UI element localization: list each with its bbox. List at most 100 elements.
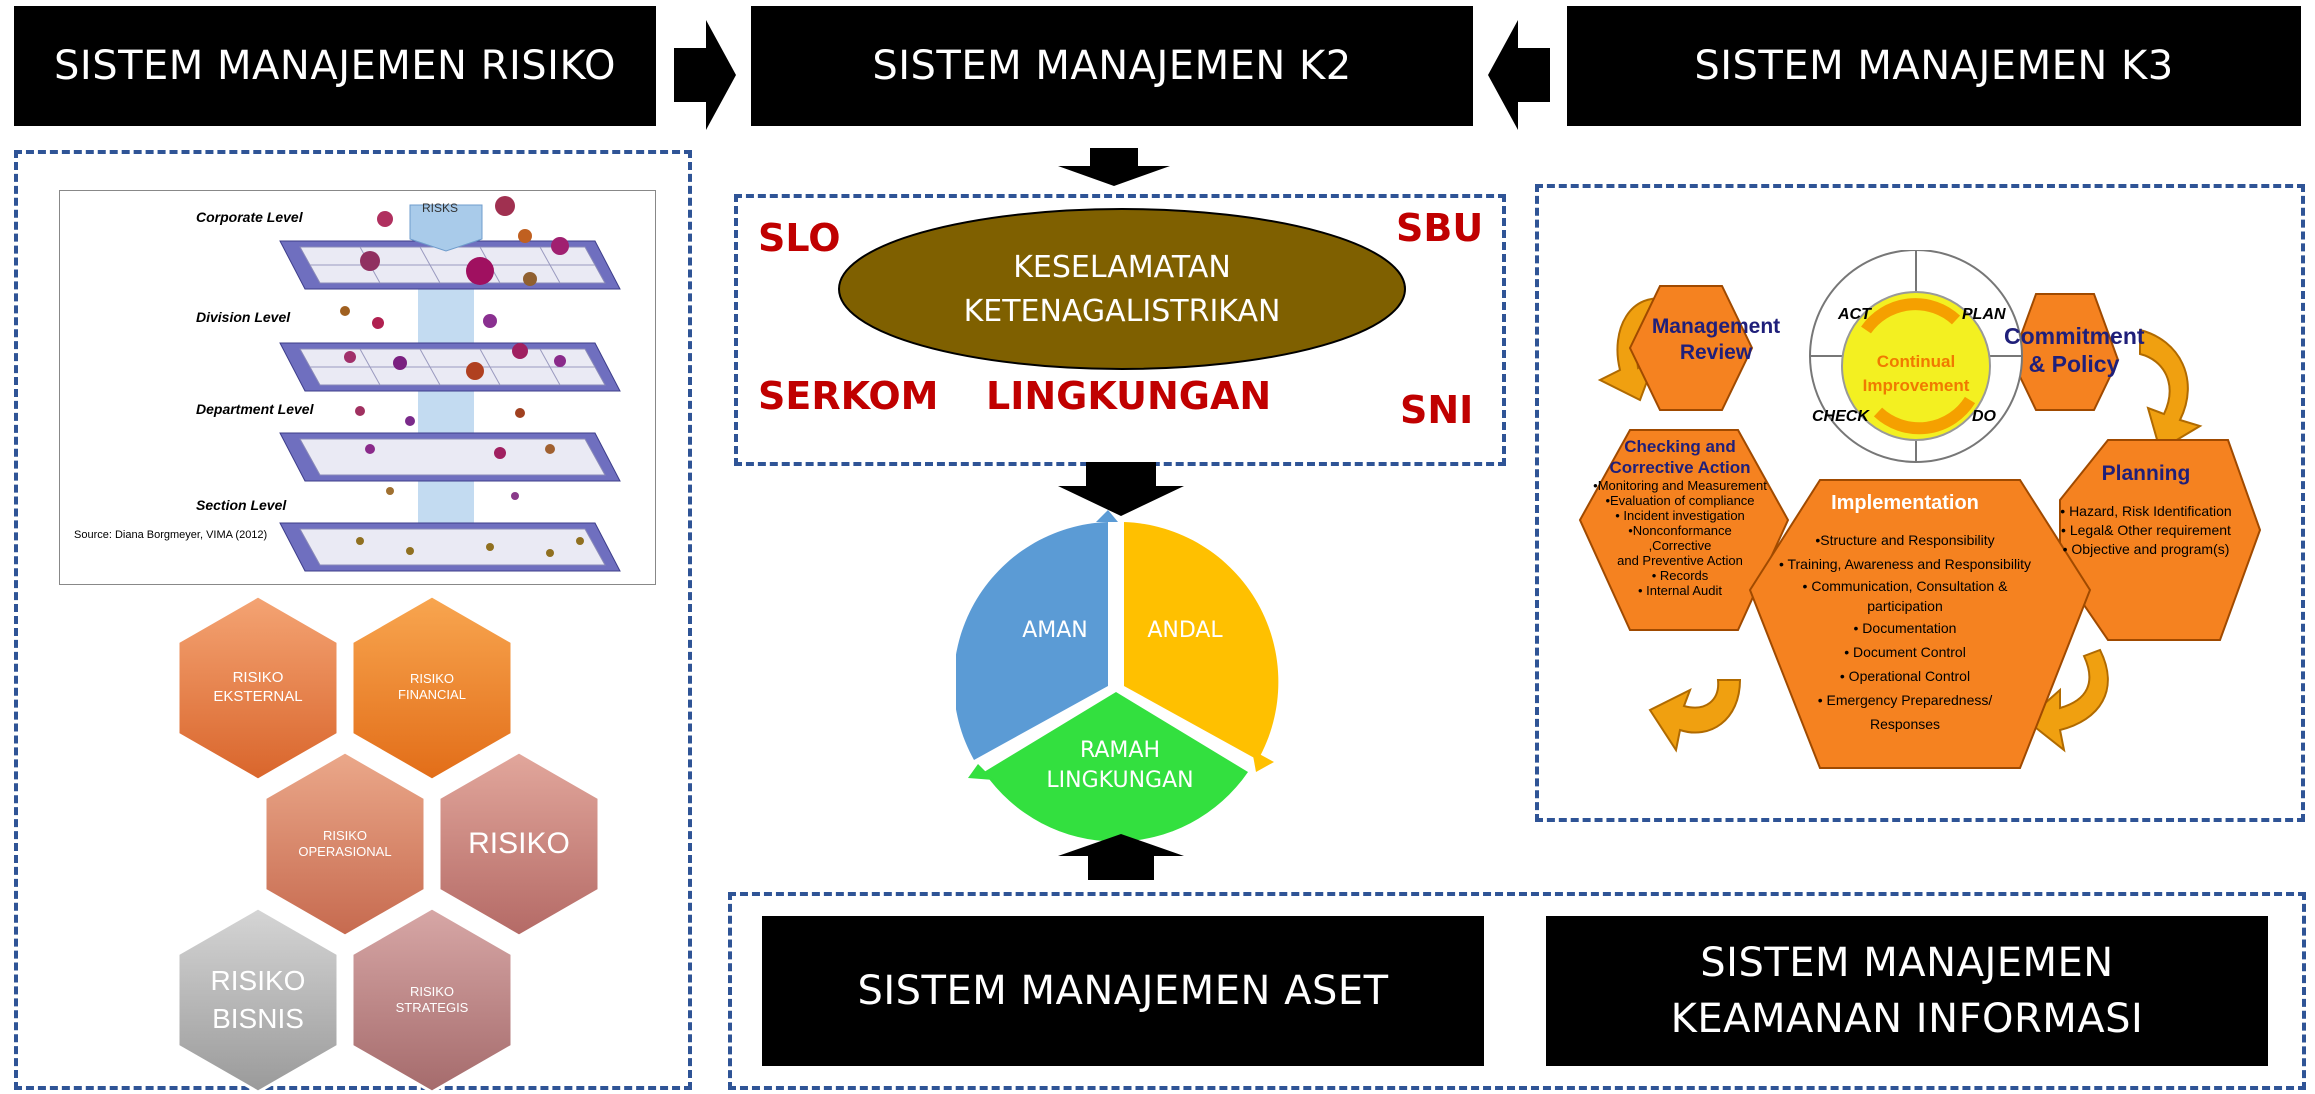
arrow-down-icon-2 bbox=[1058, 462, 1184, 516]
keamanan-line2: KEAMANAN INFORMASI bbox=[1670, 996, 2144, 1042]
plan-label: PLAN bbox=[1962, 306, 2006, 323]
risk-source-label: Source: Diana Borgmeyer, VIMA (2012) bbox=[74, 529, 268, 541]
risks-label: RISKS bbox=[422, 201, 459, 215]
commitment-label: Commitment & Policy bbox=[2004, 322, 2145, 378]
hex-risiko-label: RISIKO bbox=[468, 827, 570, 860]
hex-risiko-bisnis: RISIKO BISNIS bbox=[178, 962, 338, 1038]
hex-risiko-operasional: RISIKO OPERASIONAL bbox=[265, 828, 425, 860]
slo-label: SLO bbox=[758, 216, 841, 260]
aman-label: AMAN bbox=[1022, 618, 1088, 643]
mgmt-review-line1: Management bbox=[1651, 315, 1781, 338]
box-aset: SISTEM MANAJEMEN ASET bbox=[762, 916, 1484, 1066]
planning-title: Planning bbox=[2101, 462, 2191, 485]
commitment-line1: Commitment bbox=[2004, 323, 2145, 349]
arrow-up-icon bbox=[1058, 834, 1184, 880]
planning-block: Planning • Hazard, Risk Identification •… bbox=[2036, 460, 2256, 559]
k3-panel bbox=[1535, 184, 2305, 822]
arrow-down-icon bbox=[1058, 148, 1170, 186]
impl-item: participation bbox=[1867, 598, 1943, 614]
impl-item: •Structure and Responsibility bbox=[1815, 532, 1995, 548]
sbu-label: SBU bbox=[1396, 206, 1484, 250]
hex-risiko-financial: RISIKO FINANCIAL bbox=[352, 671, 512, 703]
hex-financial-line1: RISIKO bbox=[409, 671, 455, 686]
checking-item: ,Corrective bbox=[1648, 538, 1712, 553]
checking-item: •Monitoring and Measurement bbox=[1593, 478, 1767, 493]
impl-title: Implementation bbox=[1831, 492, 1979, 514]
hex-risiko: RISIKO bbox=[439, 826, 599, 862]
check-label: CHECK bbox=[1812, 408, 1869, 425]
act-label: ACT bbox=[1838, 306, 1871, 323]
continual-improvement-label: Continual Improvement bbox=[1856, 350, 1976, 398]
keselamatan-ellipse bbox=[838, 208, 1406, 370]
header-k3: SISTEM MANAJEMEN K3 bbox=[1567, 6, 2301, 126]
implementation-block: Implementation •Structure and Responsibi… bbox=[1770, 490, 2040, 736]
hex-operasional-line1: RISIKO bbox=[322, 828, 368, 843]
planning-item: • Legal& Other requirement bbox=[2061, 522, 2231, 538]
k3-cycle-graphic bbox=[1578, 250, 2262, 769]
continual-line2: Improvement bbox=[1862, 376, 1970, 395]
impl-item: • Documentation bbox=[1853, 620, 1957, 636]
impl-item: • Document Control bbox=[1844, 644, 1966, 660]
ramah-line1: RAMAH bbox=[1079, 738, 1161, 763]
division-level-label: Division Level bbox=[196, 309, 291, 325]
continual-line1: Continual bbox=[1876, 352, 1956, 371]
corporate-level-label: Corporate Level bbox=[196, 209, 303, 225]
checking-item: and Preventive Action bbox=[1617, 553, 1743, 568]
hex-bisnis-line1: RISIKO bbox=[210, 965, 306, 996]
ramah-lingkungan-label: RAMAH LINGKUNGAN bbox=[1040, 736, 1200, 796]
andal-label: ANDAL bbox=[1147, 618, 1223, 643]
aset-label: SISTEM MANAJEMEN ASET bbox=[857, 968, 1389, 1014]
header-k3-label: SISTEM MANAJEMEN K3 bbox=[1694, 43, 2174, 89]
hex-risiko-eksternal: RISIKO EKSTERNAL bbox=[178, 668, 338, 706]
impl-item: Responses bbox=[1869, 716, 1941, 732]
hex-eksternal-line2: EKSTERNAL bbox=[213, 688, 303, 705]
impl-item: • Emergency Preparedness/ bbox=[1817, 692, 1993, 708]
checking-title-2: Corrective Action bbox=[1609, 458, 1751, 477]
sni-label: SNI bbox=[1400, 388, 1474, 432]
checking-item: • Internal Audit bbox=[1637, 583, 1723, 598]
hex-risiko-strategis: RISIKO STRATEGIS bbox=[352, 984, 512, 1016]
hex-bisnis-line2: BISNIS bbox=[212, 1003, 304, 1034]
box-keamanan: SISTEM MANAJEMEN KEAMANAN INFORMASI bbox=[1546, 916, 2268, 1066]
checking-item: • Incident investigation bbox=[1615, 508, 1745, 523]
ramah-line2: LINGKUNGAN bbox=[1046, 768, 1194, 793]
header-risiko: SISTEM MANAJEMEN RISIKO bbox=[14, 6, 656, 126]
risk-layers-graphic bbox=[279, 196, 621, 572]
planning-item: • Hazard, Risk Identification bbox=[2060, 503, 2232, 519]
serkom-label: SERKOM bbox=[758, 374, 939, 418]
impl-item: • Training, Awareness and Responsibility bbox=[1778, 556, 2032, 572]
checking-title-1: Checking and bbox=[1624, 437, 1736, 456]
checking-item: •Evaluation of compliance bbox=[1605, 493, 1755, 508]
hex-eksternal-line1: RISIKO bbox=[232, 669, 284, 686]
bottom-panel bbox=[728, 892, 2306, 1090]
keselamatan-line1: KESELAMATAN bbox=[1013, 250, 1231, 285]
checking-block: Checking and Corrective Action •Monitori… bbox=[1580, 436, 1780, 598]
lingkungan-label: LINGKUNGAN bbox=[986, 374, 1272, 418]
keselamatan-line2: KETENAGALISTRIKAN bbox=[963, 294, 1281, 329]
risk-layers-figure: RISKS Corporate Level Division Level Dep… bbox=[59, 190, 656, 585]
header-k2: SISTEM MANAJEMEN K2 bbox=[751, 6, 1473, 126]
mgmt-review-line2: Review bbox=[1679, 341, 1753, 364]
commitment-line2: & Policy bbox=[2028, 351, 2120, 377]
impl-item: • Operational Control bbox=[1839, 668, 1971, 684]
risk-panel bbox=[14, 150, 692, 1090]
checking-item: •Nonconformance bbox=[1628, 523, 1732, 538]
planning-item: • Objective and program(s) bbox=[2062, 541, 2230, 557]
department-level-label: Department Level bbox=[196, 401, 314, 417]
header-risiko-label: SISTEM MANAJEMEN RISIKO bbox=[54, 43, 616, 89]
checking-item: • Records bbox=[1651, 568, 1709, 583]
impl-item: • Communication, Consultation & bbox=[1802, 578, 2008, 594]
arrow-right-icon bbox=[674, 20, 736, 130]
hex-operasional-line2: OPERASIONAL bbox=[298, 844, 392, 859]
cycle-diagram bbox=[956, 510, 1279, 842]
hex-financial-line2: FINANCIAL bbox=[398, 687, 466, 702]
keselamatan-label: KESELAMATAN KETENAGALISTRIKAN bbox=[836, 246, 1408, 334]
mgmt-review-label: Management Review bbox=[1636, 314, 1796, 366]
keamanan-line1: SISTEM MANAJEMEN bbox=[1700, 940, 2114, 986]
arrow-left-icon bbox=[1488, 20, 1550, 130]
hex-strategis-line1: RISIKO bbox=[409, 984, 455, 999]
do-label: DO bbox=[1972, 408, 1996, 425]
section-level-label: Section Level bbox=[196, 497, 287, 513]
hex-strategis-line2: STRATEGIS bbox=[395, 1000, 469, 1015]
header-k2-label: SISTEM MANAJEMEN K2 bbox=[872, 43, 1352, 89]
